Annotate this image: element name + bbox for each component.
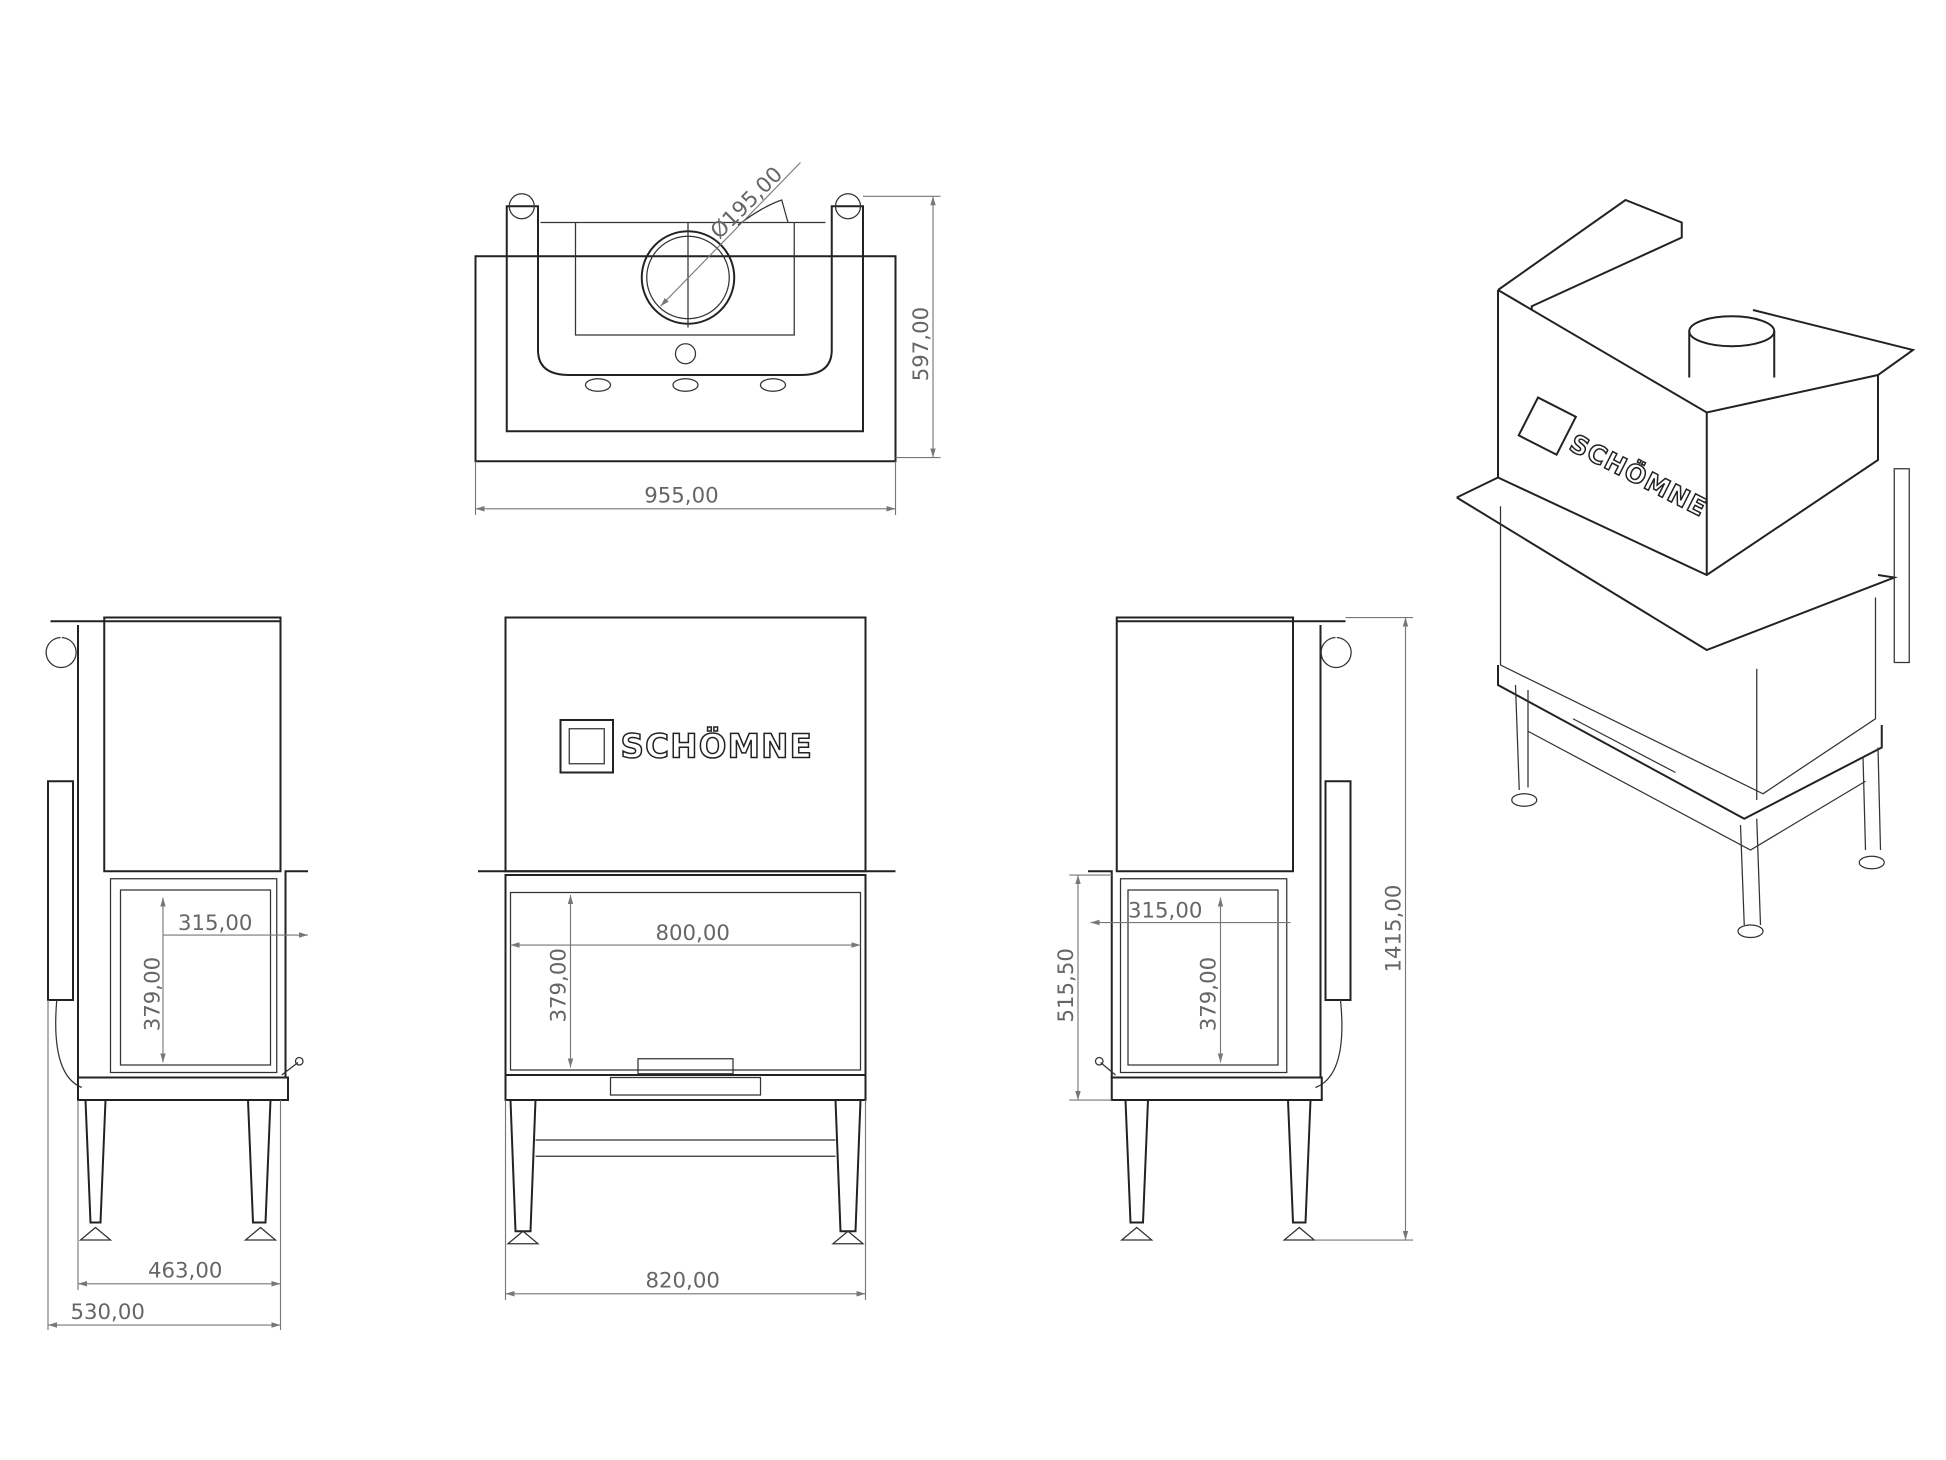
left-view: 315,00 379,00 463,00 530,00 [45, 616, 308, 1330]
total-height-label: 1415,00 [1382, 885, 1407, 973]
front-glass-height-label: 379,00 [547, 948, 572, 1022]
top-depth-label: 597,00 [909, 307, 934, 381]
front-view: SCHÖMNE 800,00 379,00 820,00 [478, 616, 896, 1300]
right-glass-width-label: 315,00 [1128, 899, 1202, 924]
left-glass-height-label: 379,00 [140, 957, 165, 1031]
left-body-depth-label: 463,00 [148, 1259, 222, 1284]
iso-brand-logo: SCHÖMNE [1517, 396, 1713, 523]
right-glass-height-label: 379,00 [1197, 957, 1222, 1031]
right-view: 315,00 379,00 515,50 1415,00 [1054, 616, 1413, 1241]
svg-text:SCHÖMNE: SCHÖMNE [1565, 428, 1712, 523]
flue-diameter-label: Ø195,00 [706, 162, 788, 244]
front-glass-width-label: 800,00 [656, 921, 730, 946]
top-view: Ø195,00 597,00 955,00 [474, 162, 941, 515]
left-glass-width-label: 315,00 [178, 911, 252, 936]
opening-height-label: 515,50 [1054, 948, 1079, 1022]
front-width-label: 820,00 [646, 1269, 720, 1294]
left-total-depth-label: 530,00 [71, 1300, 145, 1325]
top-width-label: 955,00 [644, 484, 718, 509]
isometric-view: SCHÖMNE [1456, 198, 1916, 939]
svg-text:SCHÖMNE: SCHÖMNE [621, 728, 814, 766]
brand-logo: SCHÖMNE [559, 719, 814, 774]
